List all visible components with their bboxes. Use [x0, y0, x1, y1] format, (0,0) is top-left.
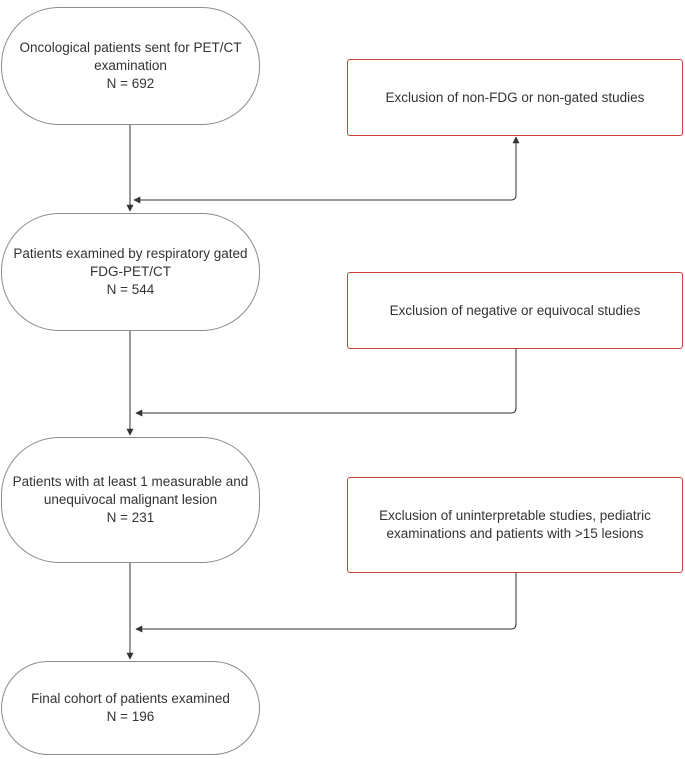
- step-4-count: N = 196: [106, 709, 155, 724]
- exclusion-3-line-1: Exclusion of uninterpretable studies, pe…: [379, 508, 651, 523]
- exclusion-connector-3: [135, 573, 517, 633]
- step-1-line-1: Oncological patients sent for PET/CT: [19, 40, 242, 55]
- step-node-1: Oncological patients sent for PET/CT exa…: [1, 7, 260, 125]
- step-3-count: N = 231: [106, 510, 155, 525]
- step-2-line-1: Patients examined by respiratory gated: [13, 246, 248, 261]
- step-node-2: Patients examined by respiratory gated F…: [1, 213, 260, 331]
- exclusion-box-2: Exclusion of negative or equivocal studi…: [347, 272, 683, 349]
- exclusion-connector-1: [133, 136, 520, 204]
- step-node-3: Patients with at least 1 measurable and …: [1, 437, 260, 563]
- step-node-4: Final cohort of patients examined N = 19…: [1, 661, 260, 755]
- step-1-count: N = 692: [106, 76, 155, 91]
- step-3-line-1: Patients with at least 1 measurable and: [12, 474, 249, 489]
- exclusion-connector-2: [135, 349, 517, 417]
- step-1-line-2: examination: [94, 58, 167, 73]
- exclusion-2-text: Exclusion of negative or equivocal studi…: [389, 302, 641, 318]
- exclusion-box-1: Exclusion of non-FDG or non-gated studie…: [347, 59, 683, 136]
- exclusion-3-line-2: examinations and patients with >15 lesio…: [386, 526, 644, 541]
- step-3-line-2: unequivocal malignant lesion: [43, 492, 218, 507]
- exclusion-1-text: Exclusion of non-FDG or non-gated studie…: [385, 89, 645, 105]
- step-4-line-1: Final cohort of patients examined: [31, 691, 230, 706]
- step-2-line-2: FDG-PET/CT: [90, 264, 171, 279]
- step-2-count: N = 544: [106, 282, 155, 297]
- exclusion-box-3: Exclusion of uninterpretable studies, pe…: [347, 477, 683, 573]
